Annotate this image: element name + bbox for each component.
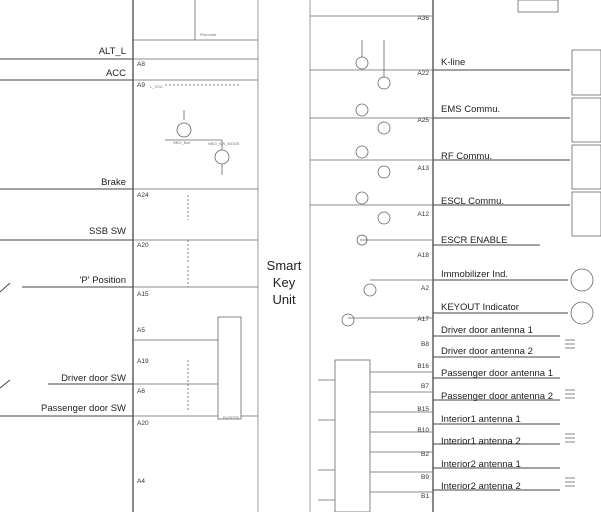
- svg-text:Rheostat: Rheostat: [200, 32, 217, 37]
- unit-label-line3: Unit: [272, 292, 296, 307]
- pin-a36: A36: [417, 15, 429, 22]
- pin-a15: A15: [137, 291, 149, 298]
- signal-alt-l: ALT_L: [99, 46, 126, 57]
- signal-ems-commu: EMS Commu.: [441, 104, 500, 115]
- unit-label-line2: Key: [273, 275, 296, 290]
- external-connectors: [517, 0, 601, 487]
- pin-a9: A9: [137, 82, 145, 89]
- pin-a13: A13: [417, 165, 429, 172]
- smart-key-unit: Smart Key Unit: [132, 0, 434, 512]
- signal-acc: ACC: [106, 68, 126, 79]
- pin-b10: B10: [417, 427, 429, 434]
- pin-a19: A19: [137, 358, 149, 365]
- svg-text:NBO_SW_MODE: NBO_SW_MODE: [208, 141, 240, 146]
- right-internal-circuitry: [310, 15, 433, 512]
- right-pin-labels: A36 A22 A25 A13 A12 A18 A2 A17 B8 B16 B7…: [417, 15, 429, 500]
- pin-a22: A22: [417, 70, 429, 77]
- signal-rf-commu: RF Commu.: [441, 151, 492, 162]
- signal-escl-commu: ESCL Commu.: [441, 196, 504, 207]
- pin-a25: A25: [417, 117, 429, 124]
- signal-interior1-antenna-1: Interior1 antenna 1: [441, 414, 521, 425]
- pin-b9: B9: [421, 474, 429, 481]
- pin-a8: A8: [137, 61, 145, 68]
- signal-keyout-indicator: KEYOUT Indicator: [441, 302, 519, 313]
- svg-text:NBO_Bat: NBO_Bat: [173, 140, 191, 145]
- pin-a20: A20: [137, 242, 149, 249]
- pin-a20-2: A20: [137, 420, 149, 427]
- signal-ssb-sw: SSB SW: [89, 226, 126, 237]
- left-internal-circuitry: Rheostat L_VSU NBO_Bat NBO_SW_MODE BUFFE…: [133, 0, 258, 420]
- signal-escr-enable: ESCR ENABLE: [441, 235, 508, 246]
- left-pin-labels: A8 A9 A24 A20 A15 A5 A19 A6 A20 A4: [137, 61, 149, 485]
- signal-driver-door-sw: Driver door SW: [61, 373, 126, 384]
- pin-a18: A18: [417, 252, 429, 259]
- signal-passenger-door-antenna-2: Passenger door antenna 2: [441, 391, 553, 402]
- signal-interior2-antenna-1: Interior2 antenna 1: [441, 459, 521, 470]
- signal-k-line: K-line: [441, 57, 465, 68]
- pin-b1: B1: [421, 493, 429, 500]
- pin-a12: A12: [417, 211, 429, 218]
- signal-passenger-door-sw: Passenger door SW: [41, 403, 126, 414]
- unit-label-line1: Smart: [267, 258, 302, 273]
- pin-b15: B15: [417, 406, 429, 413]
- pin-a4: A4: [137, 478, 145, 485]
- pin-a6: A6: [137, 388, 145, 395]
- signal-interior2-antenna-2: Interior2 antenna 2: [441, 481, 521, 492]
- left-wires: [0, 58, 133, 417]
- pin-b16: B16: [417, 363, 429, 370]
- signal-brake: Brake: [101, 177, 126, 188]
- signal-immobilizer-ind: Immobilizer Ind.: [441, 269, 508, 280]
- pin-a17: A17: [417, 316, 429, 323]
- signal-driver-door-antenna-1: Driver door antenna 1: [441, 325, 533, 336]
- pin-b7: B7: [421, 383, 429, 390]
- svg-text:BUFFER: BUFFER: [223, 415, 239, 420]
- signal-interior1-antenna-2: Interior1 antenna 2: [441, 436, 521, 447]
- signal-passenger-door-antenna-1: Passenger door antenna 1: [441, 368, 553, 379]
- pin-b8: B8: [421, 341, 429, 348]
- pin-b2: B2: [421, 451, 429, 458]
- pin-a2: A2: [421, 285, 429, 292]
- signal-driver-door-antenna-2: Driver door antenna 2: [441, 346, 533, 357]
- right-signal-lines: [433, 69, 570, 491]
- right-signal-labels: K-line EMS Commu. RF Commu. ESCL Commu. …: [441, 57, 553, 492]
- svg-text:L_VSU: L_VSU: [150, 84, 163, 89]
- pin-a5: A5: [137, 327, 145, 334]
- pin-a24: A24: [137, 192, 149, 199]
- left-signal-labels: ALT_L ACC Brake SSB SW 'P' Position Driv…: [41, 46, 126, 414]
- signal-p-position: 'P' Position: [80, 275, 126, 286]
